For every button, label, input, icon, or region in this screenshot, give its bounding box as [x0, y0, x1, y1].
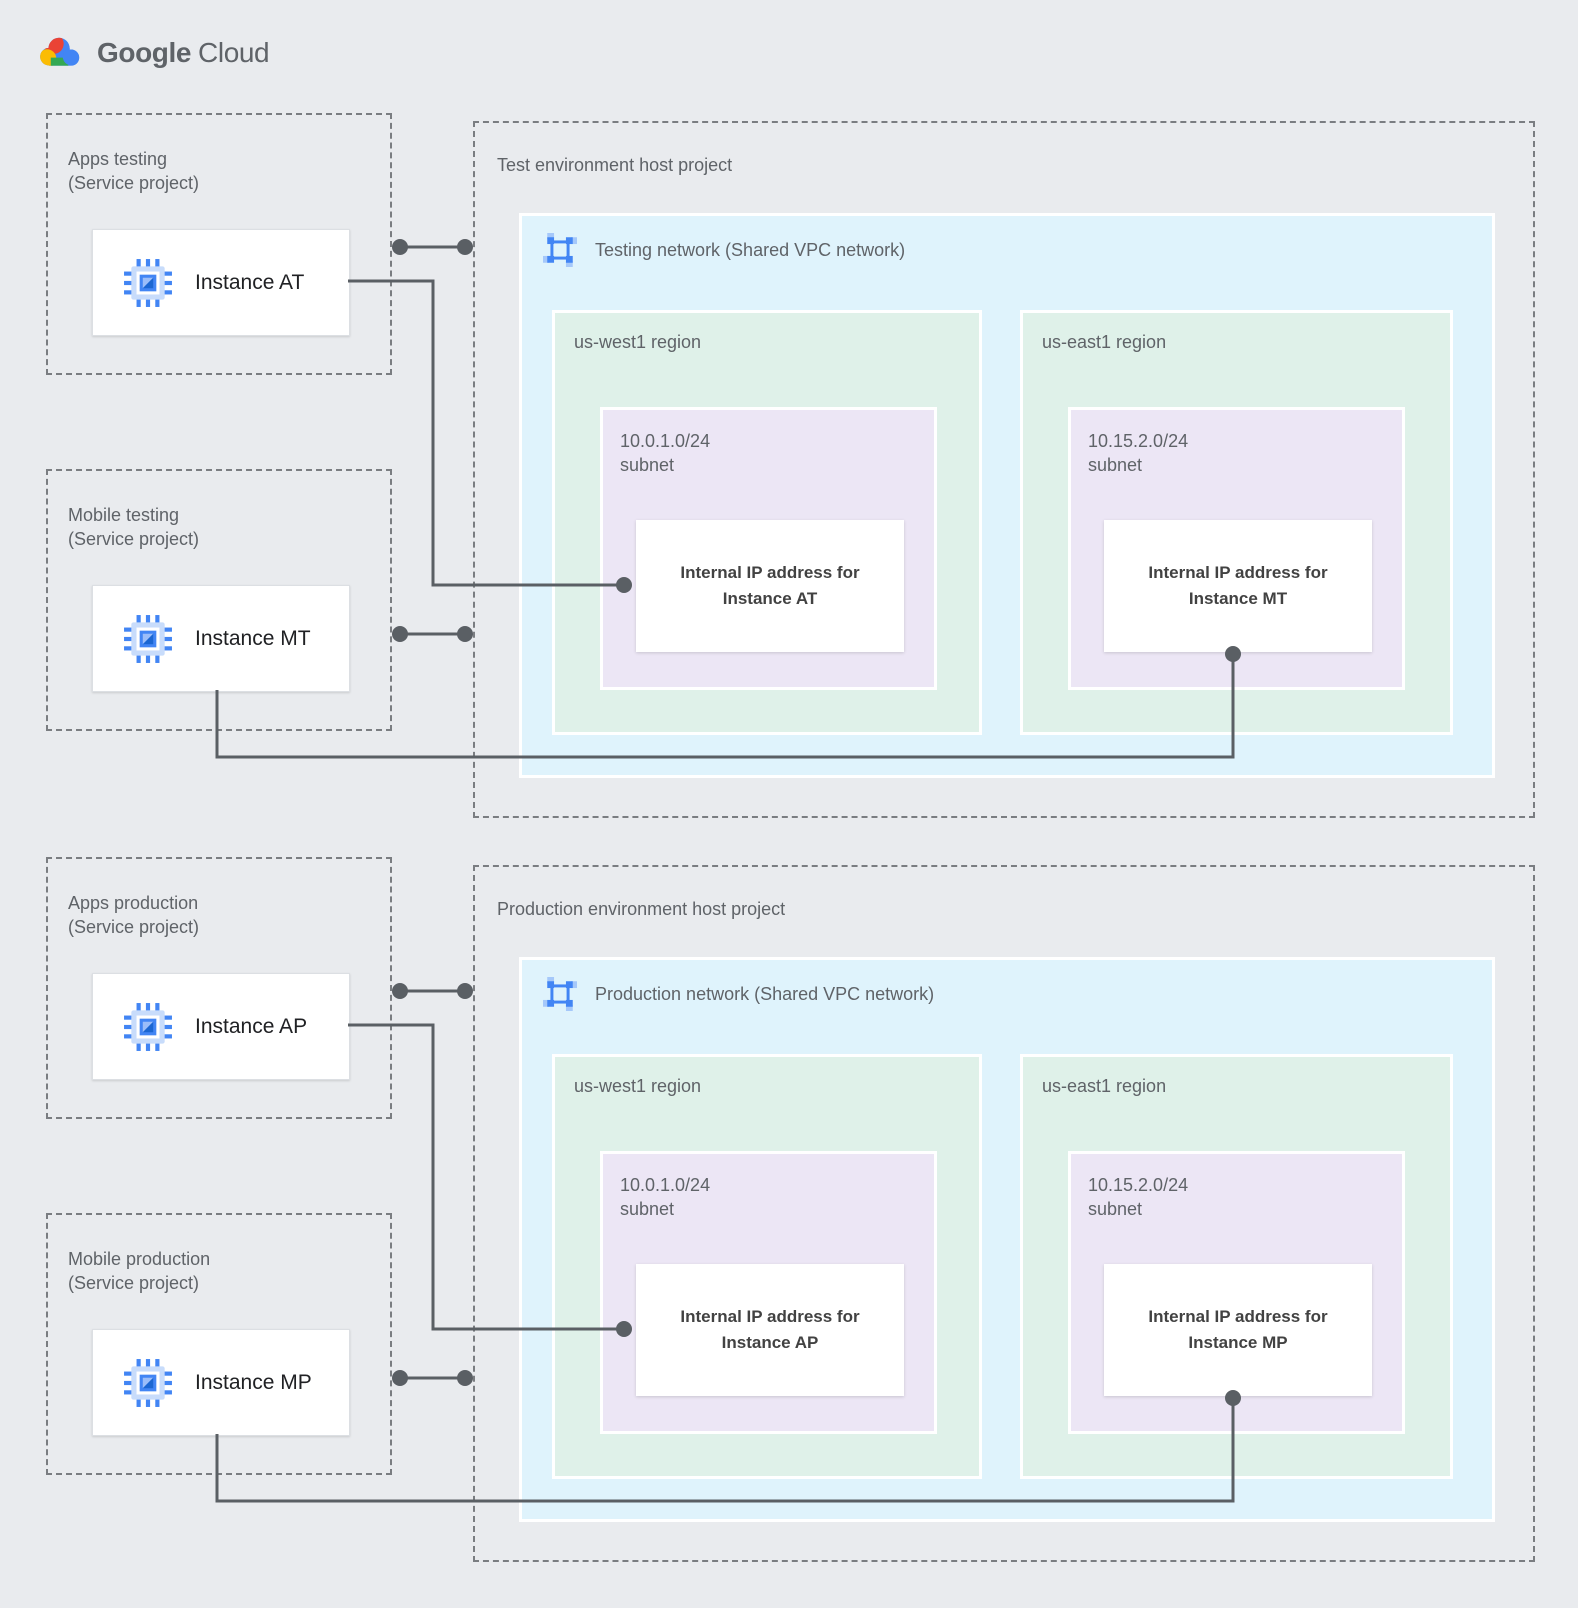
test-host-project: Test environment host project Testing ne… — [473, 121, 1535, 818]
instance-card-mp: Instance MP — [92, 1329, 350, 1436]
connector-dot — [457, 239, 473, 255]
service-project-type: (Service project) — [68, 1273, 200, 1294]
network-header: Production network (Shared VPC network) — [543, 977, 934, 1011]
instance-card-at: Instance AT — [92, 229, 350, 336]
subnet-us-east1: 10.15.2.0/24 subnet Internal IP address … — [1068, 1151, 1405, 1434]
internal-ip-text: Internal IP address for Instance MP — [1148, 1304, 1327, 1357]
instance-label: Instance MP — [195, 1370, 312, 1394]
subnet-cidr: 10.15.2.0/24 — [1088, 431, 1189, 451]
subnet-cidr: 10.15.2.0/24 — [1088, 1175, 1189, 1195]
region-us-east1: us-east1 region 10.15.2.0/24 subnet Inte… — [1020, 310, 1453, 735]
service-project-mobile-testing: Mobile testing (Service project) Instanc… — [46, 469, 392, 731]
host-project-title: Test environment host project — [497, 155, 733, 175]
connector-dot — [457, 1370, 473, 1386]
subnet-word: subnet — [620, 455, 675, 476]
internal-ip-card: Internal IP address for Instance AP — [636, 1264, 904, 1396]
region-title: us-east1 region — [1042, 1076, 1167, 1096]
production-host-project: Production environment host project Prod… — [473, 865, 1535, 1562]
region-us-west1: us-west1 region 10.0.1.0/24 subnet Inter… — [552, 1054, 982, 1479]
service-project-name: Mobile production — [68, 1249, 211, 1269]
ip-line2: Instance MP — [1188, 1333, 1288, 1352]
internal-ip-card: Internal IP address for Instance MP — [1104, 1264, 1372, 1396]
connector-dot — [392, 983, 408, 999]
connector-dot — [457, 626, 473, 642]
compute-engine-icon — [124, 1358, 172, 1407]
connector-dot — [392, 1370, 408, 1386]
connector-dot — [457, 983, 473, 999]
host-project-title: Production environment host project — [497, 899, 786, 919]
connector-dot — [392, 626, 408, 642]
instance-card-mt: Instance MT — [92, 585, 350, 692]
internal-ip-card: Internal IP address for Instance AT — [636, 520, 904, 652]
subnet-word: subnet — [1088, 455, 1143, 476]
service-project-label: Mobile production (Service project) — [48, 1215, 390, 1296]
ip-line2: Instance AP — [721, 1333, 819, 1352]
ip-line1: Internal IP address for — [1148, 562, 1328, 582]
testing-network: Testing network (Shared VPC network) us-… — [519, 213, 1495, 778]
subnet-cidr: 10.0.1.0/24 — [620, 1175, 711, 1195]
subnet-label: 10.15.2.0/24 subnet — [1071, 1154, 1402, 1222]
compute-engine-icon — [124, 258, 172, 307]
region-title: us-west1 region — [574, 332, 702, 352]
service-project-apps-testing: Apps testing (Service project) Instance … — [46, 113, 392, 375]
compute-engine-icon — [124, 614, 172, 663]
service-project-apps-production: Apps production (Service project) Instan… — [46, 857, 392, 1119]
region-title: us-west1 region — [574, 1076, 702, 1096]
google-cloud-icon — [40, 37, 80, 66]
service-project-label: Apps testing (Service project) — [48, 115, 390, 196]
ip-line1: Internal IP address for — [680, 1306, 860, 1326]
internal-ip-card: Internal IP address for Instance MT — [1104, 520, 1372, 652]
instance-card-ap: Instance AP — [92, 973, 350, 1080]
subnet-label: 10.0.1.0/24 subnet — [603, 410, 934, 478]
logo-product: Cloud — [198, 37, 270, 68]
network-title: Production network (Shared VPC network) — [595, 983, 935, 1004]
service-project-name: Apps production — [68, 893, 199, 913]
region-us-east1: us-east1 region 10.15.2.0/24 subnet Inte… — [1020, 1054, 1453, 1479]
subnet-label: 10.0.1.0/24 subnet — [603, 1154, 934, 1222]
instance-label: Instance AT — [195, 270, 305, 294]
ip-line2: Instance MT — [1188, 589, 1288, 608]
vpc-network-icon — [543, 977, 577, 1011]
vpc-network-icon — [543, 233, 577, 267]
instance-label: Instance AP — [195, 1014, 308, 1038]
subnet-word: subnet — [1088, 1199, 1143, 1220]
ip-line1: Internal IP address for — [1148, 1306, 1328, 1326]
subnet-us-west1: 10.0.1.0/24 subnet Internal IP address f… — [600, 407, 937, 690]
ip-line1: Internal IP address for — [680, 562, 860, 582]
subnet-label: 10.15.2.0/24 subnet — [1071, 410, 1402, 478]
network-header: Testing network (Shared VPC network) — [543, 233, 905, 267]
connector-dot — [392, 239, 408, 255]
service-project-name: Mobile testing — [68, 505, 180, 525]
internal-ip-text: Internal IP address for Instance MT — [1148, 560, 1327, 613]
service-project-label: Apps production (Service project) — [48, 859, 390, 940]
internal-ip-text: Internal IP address for Instance AP — [680, 1304, 859, 1357]
service-project-type: (Service project) — [68, 917, 200, 938]
service-project-type: (Service project) — [68, 529, 200, 550]
service-project-label: Mobile testing (Service project) — [48, 471, 390, 552]
service-project-mobile-production: Mobile production (Service project) Inst… — [46, 1213, 392, 1475]
network-title: Testing network (Shared VPC network) — [595, 239, 906, 260]
region-title: us-east1 region — [1042, 332, 1167, 352]
service-project-type: (Service project) — [68, 173, 200, 194]
instance-label: Instance MT — [195, 626, 311, 650]
region-us-west1: us-west1 region 10.0.1.0/24 subnet Inter… — [552, 310, 982, 735]
ip-line2: Instance AT — [722, 589, 818, 608]
internal-ip-text: Internal IP address for Instance AT — [680, 560, 859, 613]
service-project-name: Apps testing — [68, 149, 168, 169]
compute-engine-icon — [124, 1002, 172, 1051]
logo-brand: Google — [97, 37, 192, 68]
subnet-cidr: 10.0.1.0/24 — [620, 431, 711, 451]
subnet-us-east1: 10.15.2.0/24 subnet Internal IP address … — [1068, 407, 1405, 690]
production-network: Production network (Shared VPC network) … — [519, 957, 1495, 1522]
subnet-us-west1: 10.0.1.0/24 subnet Internal IP address f… — [600, 1151, 937, 1434]
subnet-word: subnet — [620, 1199, 675, 1220]
